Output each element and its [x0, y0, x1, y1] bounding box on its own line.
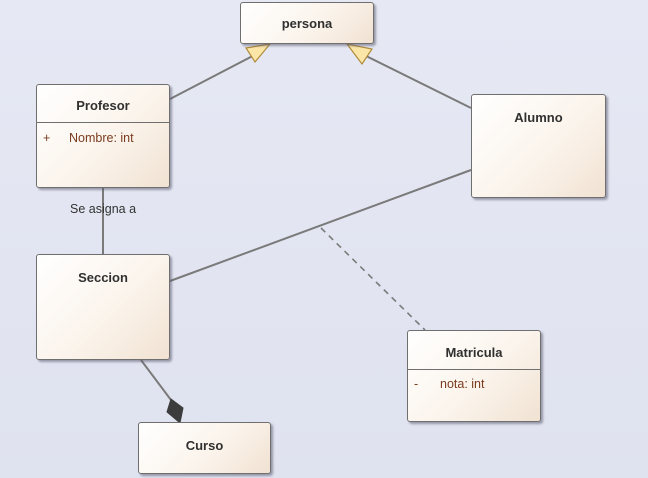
class-persona[interactable]: persona	[240, 2, 374, 44]
association-label-se-asigna-a: Se asigna a	[70, 202, 137, 216]
class-alumno[interactable]: Alumno	[471, 94, 606, 198]
attribute-row: - nota: int	[414, 377, 484, 391]
class-name-curso: Curso	[185, 438, 224, 453]
composition-seccion-curso[interactable]	[140, 359, 172, 401]
class-name-seccion: Seccion	[78, 270, 128, 285]
class-divider-profesor	[37, 122, 169, 123]
association-seccion-alumno[interactable]	[169, 169, 472, 282]
visibility-marker: -	[414, 377, 419, 391]
attribute-text: Nombre: int	[69, 131, 134, 145]
class-name-profesor: Profesor	[76, 98, 130, 113]
class-matricula[interactable]: Matricula - nota: int	[407, 330, 541, 422]
generalization-arrow-alumno	[345, 43, 373, 66]
class-seccion[interactable]: Seccion	[36, 254, 170, 360]
class-profesor[interactable]: Profesor + Nombre: int	[36, 84, 170, 188]
attribute-row: + Nombre: int	[43, 131, 134, 145]
class-curso[interactable]: Curso	[138, 422, 271, 474]
visibility-marker: +	[43, 131, 51, 145]
generalization-profesor-persona[interactable]	[169, 49, 265, 100]
class-name-alumno: Alumno	[514, 110, 563, 125]
class-divider-matricula	[408, 369, 540, 370]
class-name-matricula: Matricula	[445, 345, 503, 360]
class-name-persona: persona	[281, 16, 333, 31]
association-class-link-matricula[interactable]	[320, 227, 426, 331]
composition-diamond	[166, 398, 184, 424]
generalization-arrow-profesor	[245, 43, 272, 64]
attribute-text: nota: int	[440, 377, 485, 391]
generalization-alumno-persona[interactable]	[353, 49, 472, 109]
